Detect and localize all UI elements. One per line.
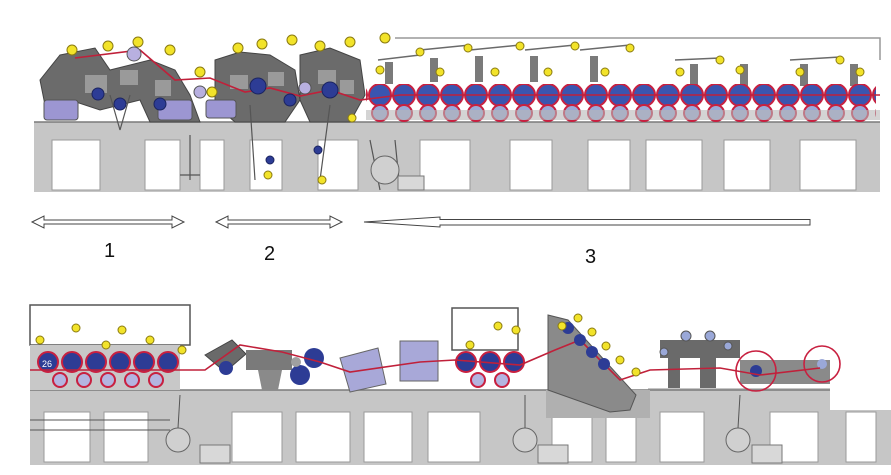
section-label-2: 2 [264,243,276,265]
paper-web-top [74,49,880,101]
calender-stack [547,314,637,413]
cylinder-number-label: 26 [42,359,52,369]
section-arrows [30,215,811,229]
foundation-windows [51,139,857,191]
double-arrow-icon [30,215,186,229]
section-label-3: 3 [585,246,597,268]
bottom-machine: 26 [29,304,891,465]
section-label-1: 1 [104,240,116,262]
guide-rolls-bottom [35,313,641,377]
double-arrow-icon [214,215,344,229]
single-arrow-icon [363,216,811,228]
paper-web-bottom [30,339,821,381]
top-machine [34,32,881,192]
dryer-hoods [377,37,881,61]
guide-rolls-top [66,32,865,185]
